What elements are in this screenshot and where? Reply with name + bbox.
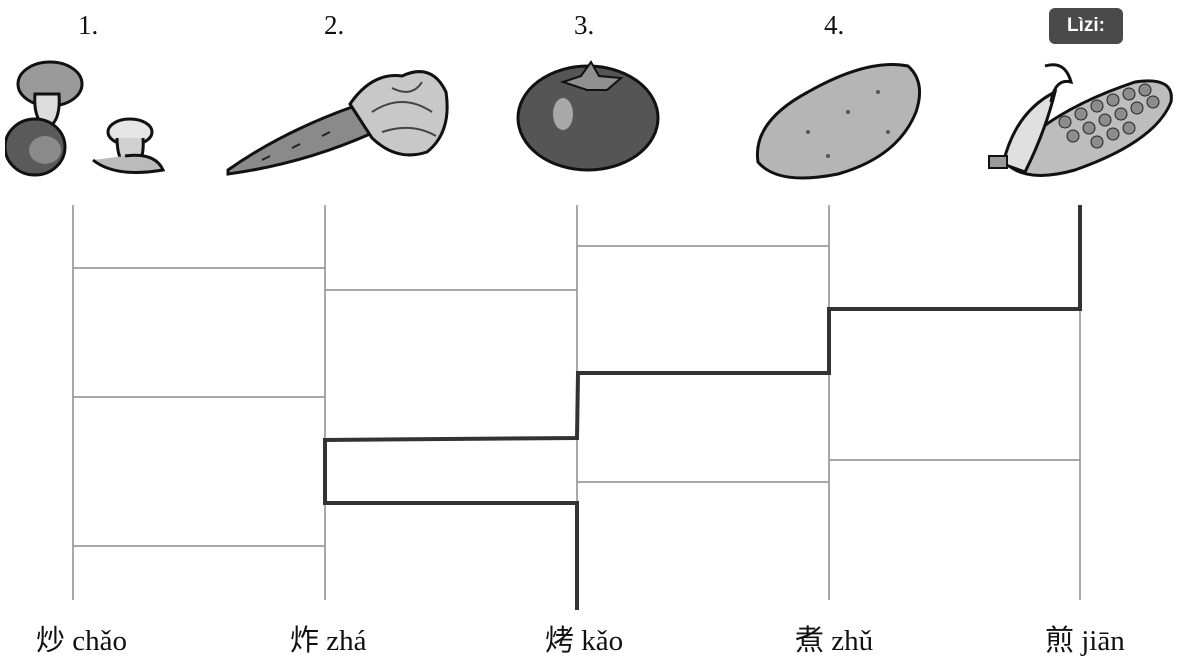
- example-badge: Lìzi:: [1049, 8, 1123, 44]
- corn-icon: [988, 63, 1173, 177]
- tomato-icon: [516, 60, 660, 172]
- mushrooms-icon: [5, 60, 166, 177]
- carrot-icon: [226, 70, 449, 176]
- label-zha: 炸 zhá: [290, 625, 367, 657]
- label-jian: 煎 jiān: [1045, 625, 1125, 657]
- number-2: 2.: [324, 10, 345, 40]
- number-3: 3.: [574, 10, 595, 40]
- label-zhu: 煮 zhǔ: [795, 625, 874, 657]
- example-path: [323, 205, 1082, 610]
- potato-icon: [755, 62, 922, 180]
- number-4: 4.: [824, 10, 845, 40]
- label-chao: 炒 chǎo: [36, 625, 127, 657]
- number-1: 1.: [78, 10, 99, 40]
- label-kao: 烤 kǎo: [545, 625, 624, 657]
